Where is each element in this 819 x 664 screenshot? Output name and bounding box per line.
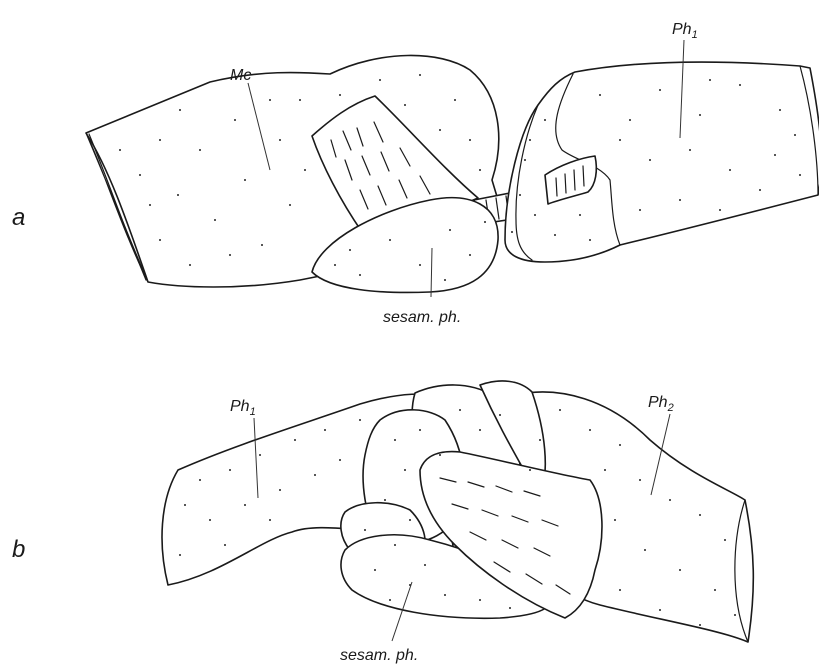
phalanx-1-bone-a <box>505 62 819 262</box>
label-sesamoid-b: sesam. ph. <box>340 647 418 664</box>
label-phalanx-1-a: Ph1 <box>672 21 698 41</box>
panel-letter-a: a <box>12 204 25 231</box>
label-metacarpal: Mc <box>230 67 251 84</box>
label-sesamoid-a: sesam. ph. <box>383 309 461 326</box>
label-phalanx-2-b: Ph2 <box>648 394 674 414</box>
panel-letter-b: b <box>12 536 25 563</box>
label-phalanx-1-b: Ph1 <box>230 398 256 418</box>
panel-b: Ph1 Ph2 sesam. ph. b <box>12 381 753 664</box>
panel-a: Mc Ph1 sesam. ph. a <box>12 21 819 326</box>
